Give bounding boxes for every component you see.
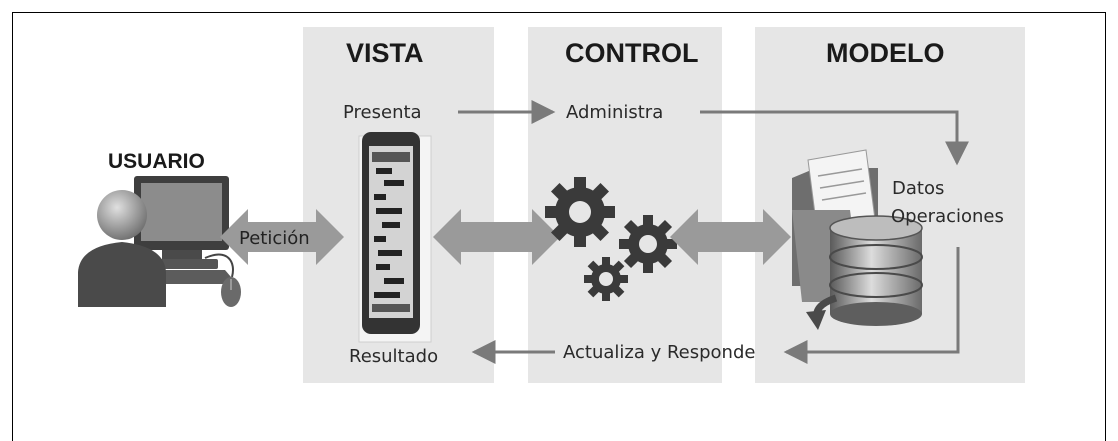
peticion-arrow: Petición [220,209,344,265]
administra-label: Administra [566,102,663,123]
presenta-label: Presenta [343,102,422,123]
operaciones-label: Operaciones [891,206,1004,227]
vista-control-arrow [433,209,560,265]
mobile-device-icon [358,132,432,343]
peticion-label: Petición [239,228,310,249]
modelo-header: MODELO [826,38,945,68]
control-header: CONTROL [565,38,698,68]
diagram-frame [12,12,1106,441]
actualiza-label: Actualiza y Responde [563,342,755,363]
user-computer-icon [78,176,241,307]
control-modelo-arrow [670,209,791,265]
usuario-label: USUARIO [108,150,205,173]
database-folder-icon [792,149,923,330]
vista-header: VISTA [346,38,424,68]
responde-line [783,247,960,364]
datos-label: Datos [892,178,944,199]
administra-arrow [700,110,969,166]
resultado-label: Resultado [349,346,438,367]
